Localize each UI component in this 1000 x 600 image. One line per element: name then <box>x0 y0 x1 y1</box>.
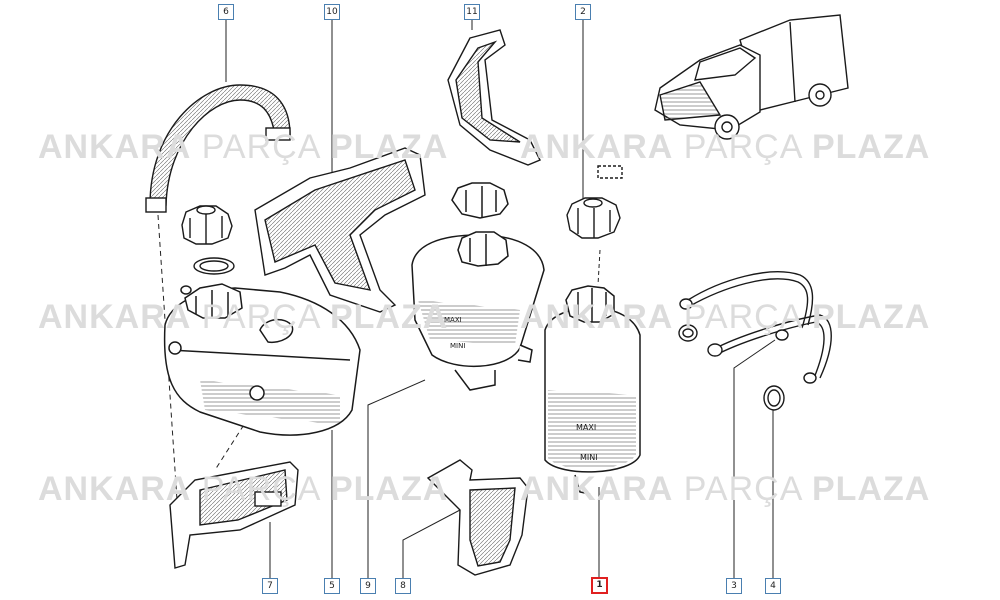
callout-2[interactable]: 2 <box>575 4 591 20</box>
callout-10[interactable]: 10 <box>324 4 340 20</box>
hoses-part-3 <box>678 271 832 384</box>
callout-4[interactable]: 4 <box>765 578 781 594</box>
bracket-part-7 <box>169 461 299 569</box>
callout-7[interactable]: 7 <box>262 578 278 594</box>
cap-part-2 <box>566 165 623 239</box>
callout-6[interactable]: 6 <box>218 4 234 20</box>
callout-5[interactable]: 5 <box>324 578 340 594</box>
bracket-part-10 <box>254 147 426 313</box>
callout-11[interactable]: 11 <box>464 4 480 20</box>
leader-lines <box>157 18 776 578</box>
cap-left <box>181 205 235 275</box>
bracket-part-11 <box>447 29 541 166</box>
tank1-maxi-label: MAXI <box>576 423 596 432</box>
tank9-mini-label: MINI <box>450 342 465 350</box>
reservoir-part-9 <box>411 182 545 391</box>
callout-8[interactable]: 8 <box>395 578 411 594</box>
tank1-mini-label: MINI <box>580 453 598 462</box>
tank9-maxi-label: MAXI <box>444 316 462 324</box>
tank-part-1 <box>544 285 641 495</box>
clamp-part-4 <box>763 385 785 411</box>
tank-part-5 <box>163 283 361 436</box>
callout-9[interactable]: 9 <box>360 578 376 594</box>
van-illustration <box>654 14 849 140</box>
bracket-part-8 <box>426 459 529 576</box>
strap-part-6 <box>145 84 291 213</box>
callout-3[interactable]: 3 <box>726 578 742 594</box>
callout-1[interactable]: 1 <box>591 577 608 594</box>
